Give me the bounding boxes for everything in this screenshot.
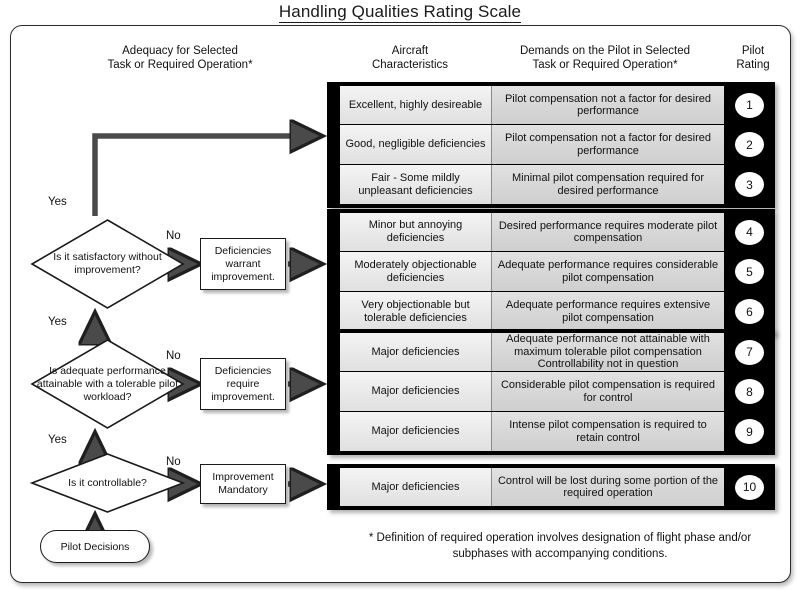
cell-pilot-rating: 7 xyxy=(724,333,775,371)
cell-aircraft-characteristics: Major deficiencies xyxy=(340,468,492,506)
footnote: * Definition of required operation invol… xyxy=(368,532,752,560)
column-header-adequacy-line1: Adequacy for Selected xyxy=(122,45,238,57)
diamond-shape-icon xyxy=(30,219,185,309)
rating-badge: 9 xyxy=(735,419,764,444)
cell-aircraft-characteristics: Excellent, highly desireable xyxy=(340,86,492,124)
edge-label-yes-3: Yes xyxy=(48,434,67,446)
cell-pilot-rating: 2 xyxy=(724,125,775,164)
cell-aircraft-characteristics: Good, negligible deficiencies xyxy=(340,125,492,164)
cell-aircraft-characteristics: Moderately objectionable deficiencies xyxy=(340,252,492,291)
cell-pilot-demands: Pilot compensation not a factor for desi… xyxy=(492,125,724,164)
column-header-adequacy-line2: Task or Required Operation* xyxy=(107,59,253,71)
column-header-demands-line2: Task or Required Operation* xyxy=(532,59,678,71)
cell-pilot-demands: Adequate performance requires extensive … xyxy=(492,292,724,331)
edge-label-yes-1: Yes xyxy=(48,196,67,208)
cell-pilot-demands: Desired performance requires moderate pi… xyxy=(492,213,724,251)
cell-aircraft-characteristics: Major deficiencies xyxy=(340,333,492,371)
page-title-text: Handling Qualities Rating Scale xyxy=(278,2,522,23)
column-header-rating-line1: Pilot xyxy=(741,45,765,57)
edge-label-yes-2: Yes xyxy=(48,316,67,328)
process-deficiencies-warrant-improvement: Deficiencies warrant improvement. xyxy=(200,238,286,290)
cell-aircraft-characteristics: Very objectionable but tolerable deficie… xyxy=(340,292,492,331)
rating-badge: 10 xyxy=(735,474,764,500)
diamond-shape-icon xyxy=(30,339,185,429)
cell-pilot-rating: 5 xyxy=(724,252,775,291)
column-header-aircraft-line2: Characteristics xyxy=(371,59,449,71)
column-header-demands: Demands on the Pilot in Selected Task or… xyxy=(480,44,730,72)
cell-aircraft-characteristics: Major deficiencies xyxy=(340,372,492,411)
column-header-aircraft-characteristics: Aircraft Characteristics xyxy=(330,44,490,72)
rating-badge: 5 xyxy=(735,259,764,284)
cell-pilot-demands: Minimal pilot compensation required for … xyxy=(492,165,724,204)
page-title: Handling Qualities Rating Scale xyxy=(0,2,800,23)
rating-badge: 8 xyxy=(735,379,764,404)
cell-pilot-rating: 9 xyxy=(724,412,775,451)
rating-badge: 1 xyxy=(735,92,764,118)
rating-badge: 4 xyxy=(735,219,764,245)
cell-pilot-rating: 6 xyxy=(724,292,775,331)
edge-label-no-1: No xyxy=(166,230,181,242)
column-header-demands-line1: Demands on the Pilot in Selected xyxy=(519,45,691,57)
cell-pilot-rating: 4 xyxy=(724,213,775,251)
decision-is-it-controllable: Is it controllable? xyxy=(30,452,185,514)
cell-aircraft-characteristics: Fair - Some mildly unpleasant deficienci… xyxy=(340,165,492,204)
edge-label-no-3: No xyxy=(166,456,181,468)
cell-pilot-demands: Adequate performance requires considerab… xyxy=(492,252,724,291)
cell-pilot-demands: Control will be lost during some portion… xyxy=(492,468,724,506)
cell-pilot-rating: 1 xyxy=(724,86,775,124)
column-header-rating-line2: Rating xyxy=(736,59,770,71)
terminator-pilot-decisions: Pilot Decisions xyxy=(40,530,150,563)
cell-pilot-demands: Considerable pilot compensation is requi… xyxy=(492,372,724,411)
rating-badge: 7 xyxy=(735,339,764,365)
cell-pilot-rating: 8 xyxy=(724,372,775,411)
rating-badge: 2 xyxy=(735,132,764,157)
cell-pilot-demands: Adequate performance not attainable with… xyxy=(492,333,724,371)
rating-badge: 6 xyxy=(735,299,764,324)
cell-aircraft-characteristics: Minor but annoying deficiencies xyxy=(340,213,492,251)
column-header-pilot-rating: Pilot Rating xyxy=(722,44,784,72)
rating-row: Fair - Some mildly unpleasant deficienci… xyxy=(340,165,775,205)
column-header-adequacy: Adequacy for Selected Task or Required O… xyxy=(42,44,318,72)
column-header-aircraft-line1: Aircraft xyxy=(391,45,429,57)
cell-pilot-rating: 3 xyxy=(724,165,775,204)
rating-row: Very objectionable but tolerable deficie… xyxy=(340,292,775,332)
decision-is-it-satisfactory: Is it satisfactory without improvement? xyxy=(30,218,185,310)
cell-pilot-rating: 10 xyxy=(724,468,775,506)
cell-pilot-demands: Intense pilot compensation is required t… xyxy=(492,412,724,451)
rating-badge: 3 xyxy=(735,172,764,197)
diamond-shape-icon xyxy=(30,453,185,513)
process-improvement-mandatory: Improvement Mandatory xyxy=(200,464,286,504)
cell-aircraft-characteristics: Major deficiencies xyxy=(340,412,492,451)
process-deficiencies-require-improvement: Deficiencies require improvement. xyxy=(200,358,286,410)
edge-label-no-2: No xyxy=(166,350,181,362)
cell-pilot-demands: Pilot compensation not a factor for desi… xyxy=(492,86,724,124)
decision-is-adequate-performance-attainable: Is adequate performance attainable with … xyxy=(30,338,185,430)
